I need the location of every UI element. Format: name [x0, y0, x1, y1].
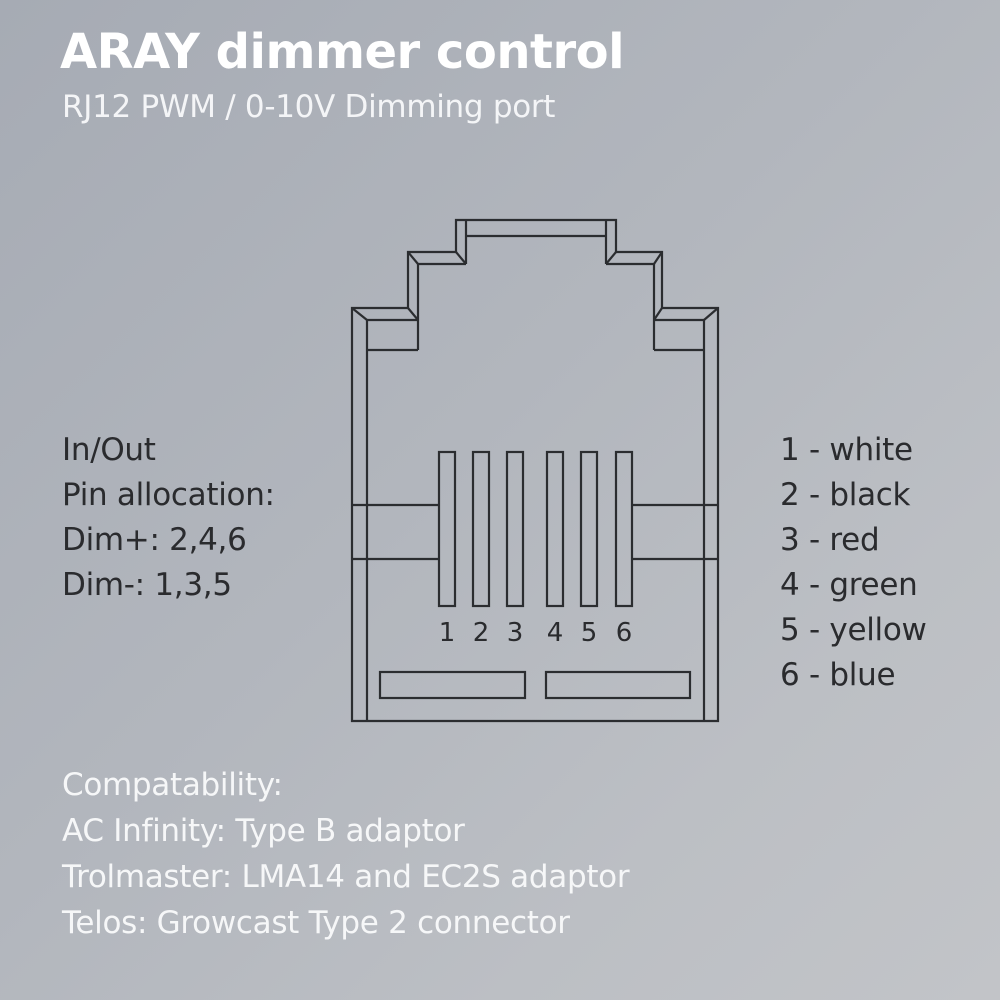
wire-color-item: 5 - yellow [780, 612, 927, 648]
compatibility-heading: Compatability: [62, 767, 283, 803]
pin-label-2: 2 [472, 618, 490, 648]
wire-color-item: 2 - black [780, 477, 911, 513]
pin-label-3: 3 [506, 618, 524, 648]
pin-allocation-dim-minus: Dim-: 1,3,5 [62, 567, 232, 603]
page-subtitle: RJ12 PWM / 0-10V Dimming port [62, 89, 556, 125]
pin-label-4: 4 [546, 618, 564, 648]
bottom-slot-left [378, 670, 527, 700]
wire-color-list: 1 - white 2 - black 3 - red 4 - green 5 … [780, 428, 927, 698]
compatibility-item: AC Infinity: Type B adaptor [62, 813, 465, 849]
pin-label-6: 6 [615, 618, 633, 648]
compatibility-section: Compatability: AC Infinity: Type B adapt… [62, 762, 630, 946]
compatibility-item: Telos: Growcast Type 2 connector [62, 905, 570, 941]
pin-allocation: In/Out Pin allocation: Dim+: 2,4,6 Dim-:… [62, 428, 275, 608]
wire-color-item: 4 - green [780, 567, 918, 603]
bottom-slot-right [544, 670, 692, 700]
pin-3 [505, 450, 525, 608]
pin-allocation-dim-plus: Dim+: 2,4,6 [62, 522, 247, 558]
pin-4 [545, 450, 565, 608]
wire-color-item: 3 - red [780, 522, 880, 558]
wire-color-item: 6 - blue [780, 657, 896, 693]
connector-outline [350, 218, 720, 723]
wire-color-item: 1 - white [780, 432, 913, 468]
pin-label-5: 5 [580, 618, 598, 648]
page-title: ARAY dimmer control [60, 24, 625, 80]
pin-label-1: 1 [438, 618, 456, 648]
pin-2 [471, 450, 491, 608]
pin-5 [579, 450, 599, 608]
compatibility-item: Trolmaster: LMA14 and EC2S adaptor [62, 859, 630, 895]
pin-allocation-line: Pin allocation: [62, 477, 275, 513]
pin-allocation-line: In/Out [62, 432, 156, 468]
pin-1 [437, 450, 457, 608]
pin-6 [614, 450, 634, 608]
